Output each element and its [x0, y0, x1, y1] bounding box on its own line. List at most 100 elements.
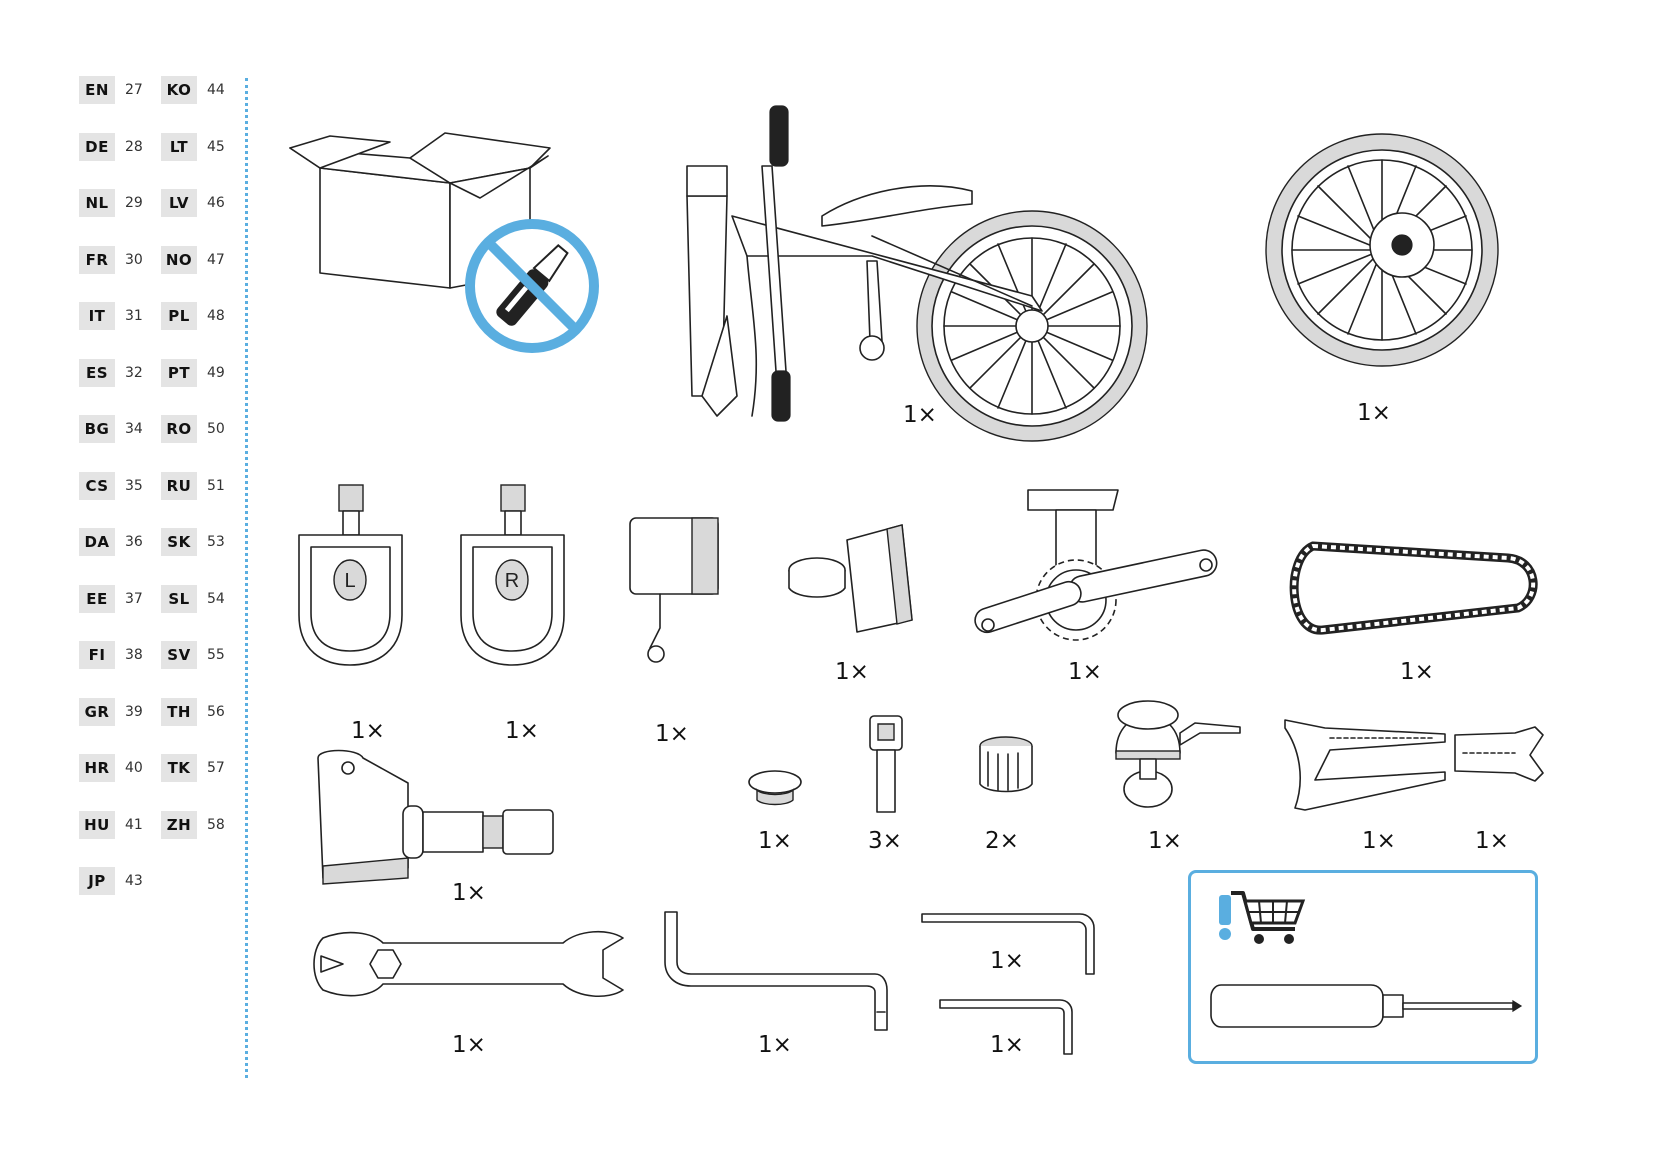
language-page-number: 54 [207, 590, 225, 607]
language-page-number: 48 [207, 308, 225, 324]
language-page-number: 45 [207, 138, 225, 155]
bike-frame-illustration [686, 105, 1148, 442]
qty-cap: 1× [758, 828, 792, 854]
pedal-left-illustration: L [298, 484, 403, 666]
language-entry-lv[interactable]: LV 46 [161, 189, 225, 217]
qty-bike-frame: 1× [903, 402, 937, 428]
language-page-number: 57 [207, 760, 225, 776]
reflector-illustration [788, 524, 913, 633]
qty-pedal-right: 1× [505, 718, 539, 744]
qty-chain: 1× [1400, 659, 1434, 685]
language-code: PL [161, 302, 197, 330]
bolt-illustration [869, 715, 903, 813]
language-page-number: 50 [207, 421, 225, 437]
language-page-number: 46 [207, 195, 225, 211]
language-page-number: 38 [125, 647, 143, 663]
language-entry-pl[interactable]: PL 48 [161, 302, 225, 330]
language-page-number: 31 [125, 308, 143, 324]
language-entry-jp[interactable]: JP 43 [79, 867, 143, 895]
language-entry-es[interactable]: ES 32 [79, 358, 143, 387]
language-page-number: 51 [207, 477, 225, 494]
language-entry-ro[interactable]: RO 50 [161, 415, 225, 443]
qty-pedal-tool: 1× [452, 880, 486, 906]
qty-hex-key-large: 1× [758, 1032, 792, 1058]
shopping-cart-icon [1231, 891, 1306, 944]
language-entry-ko[interactable]: KO 44 [161, 76, 225, 104]
qty-hex-key-medium: 1× [990, 948, 1024, 974]
language-code: TK [161, 754, 197, 782]
cap-illustration [748, 770, 802, 806]
language-code: KO [161, 76, 197, 104]
language-page-number: 36 [125, 534, 143, 550]
language-entry-fi[interactable]: FI 38 [79, 641, 143, 669]
language-page-number: 40 [125, 760, 143, 776]
screwdriver-illustration [1210, 984, 1523, 1028]
language-page-number: 49 [207, 364, 225, 381]
chainguard-long-illustration [1284, 719, 1446, 811]
pedal-right-illustration: R [460, 484, 565, 666]
language-code: FR [79, 245, 115, 274]
dotted-divider [245, 78, 248, 1078]
language-code: SK [161, 528, 197, 556]
language-page-number: 56 [207, 703, 225, 720]
box-illustration [289, 132, 551, 289]
language-page-number: 32 [125, 364, 143, 381]
language-entry-tk[interactable]: TK 57 [161, 754, 225, 782]
language-page-number: 28 [125, 138, 143, 155]
language-code: ES [79, 358, 115, 387]
language-page-number: 34 [125, 421, 143, 437]
language-code: EN [79, 76, 115, 104]
language-page-number: 35 [125, 477, 143, 494]
wrench-illustration [313, 930, 624, 998]
no-cutter-icon [465, 219, 599, 353]
hex-key-small-illustration [939, 999, 1073, 1055]
language-page-number: 41 [125, 816, 143, 833]
qty-rear-wheel: 1× [1357, 400, 1391, 426]
language-entry-de[interactable]: DE 28 [79, 132, 143, 161]
language-code: JP [79, 867, 115, 895]
language-code: ZH [161, 810, 197, 839]
language-entry-ru[interactable]: RU 51 [161, 471, 225, 500]
qty-pedal-left: 1× [351, 718, 385, 744]
language-code: DE [79, 132, 115, 161]
language-page-number: 44 [207, 82, 225, 98]
language-code: NL [79, 189, 115, 217]
qty-hex-key-small: 1× [990, 1032, 1024, 1058]
svg-text:L: L [344, 570, 355, 592]
language-entry-sv[interactable]: SV 55 [161, 641, 225, 669]
language-code: LV [161, 189, 197, 217]
qty-valve-cap: 2× [985, 828, 1019, 854]
language-code: RO [161, 415, 197, 443]
light-illustration [629, 517, 719, 663]
language-page-number: 55 [207, 647, 225, 663]
language-page-number: 37 [125, 590, 143, 607]
hex-key-large-illustration [664, 911, 888, 1031]
language-code: RU [161, 471, 197, 500]
language-code: GR [79, 697, 115, 726]
language-page-number: 43 [125, 873, 143, 889]
language-code: SV [161, 641, 197, 669]
language-code: FI [79, 641, 115, 669]
svg-text:R: R [505, 570, 519, 592]
bell-illustration [1115, 700, 1241, 808]
qty-bell: 1× [1148, 828, 1182, 854]
rear-wheel-illustration [1265, 133, 1499, 367]
